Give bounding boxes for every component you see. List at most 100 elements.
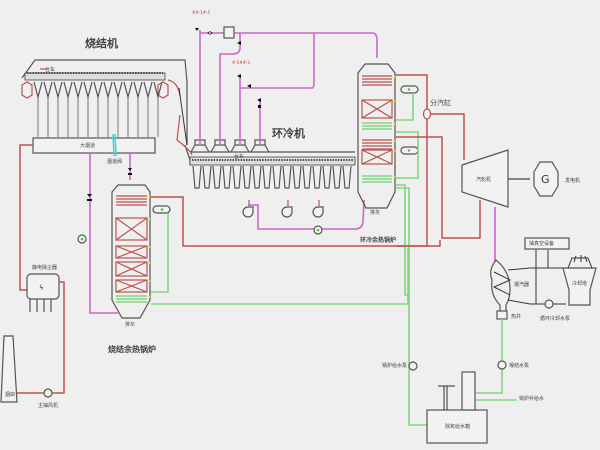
header-point (147, 279, 151, 283)
valve-icon[interactable] (237, 74, 241, 78)
cooler-windboxes (192, 165, 352, 189)
valve-icon[interactable] (207, 31, 213, 35)
cooler-windbox (302, 165, 312, 189)
steam-header[interactable] (422, 108, 432, 120)
cooler-windbox (272, 165, 282, 189)
makeup-water-label: 锅炉补给水 (519, 395, 544, 402)
evaporator-cross (361, 149, 393, 165)
cooler-windbox (322, 165, 332, 189)
feed-pump[interactable] (408, 361, 418, 371)
cooling-tower (562, 267, 597, 306)
esp-to-fan (52, 281, 65, 394)
condensate-line (470, 319, 503, 394)
ring-cooler-title: 环冷机 (272, 126, 305, 140)
valve-icon[interactable] (257, 98, 261, 108)
cooler-windbox (192, 165, 202, 189)
mixing-valve[interactable] (223, 26, 235, 39)
electrostatic-precipitator (26, 273, 60, 300)
cooler-windbox (222, 165, 232, 189)
cooler-windbox (262, 165, 272, 189)
esp-symbol: ϟ (39, 284, 44, 292)
valve-icon[interactable] (87, 194, 92, 201)
cooler-windbox (212, 165, 222, 189)
sinter-machine-title: 烧结机 (85, 36, 118, 50)
valve-icon[interactable] (247, 84, 251, 88)
chimney-label: 烟囱 (5, 391, 15, 398)
cooling-fan (281, 206, 293, 218)
header-point (147, 217, 151, 221)
deaerator-tank (426, 409, 488, 444)
cooler-boiler-ash: 排灰 (370, 209, 380, 216)
valve-icon[interactable] (195, 28, 199, 31)
cooler-boiler-feed-2 (396, 187, 427, 426)
pipe-tag-2: #-5##-3 (232, 60, 250, 65)
esp-label: 静电除尘器 (32, 264, 57, 271)
header-point (147, 295, 151, 299)
evaporator (115, 279, 148, 293)
cooler-fan-indicator (316, 228, 320, 232)
generator[interactable] (533, 161, 559, 197)
condensate-pump[interactable] (497, 360, 507, 370)
cooler-fans (242, 200, 324, 218)
header-point (147, 245, 151, 249)
lp-drum-indicator (407, 149, 411, 152)
evaporator-cross (115, 245, 148, 259)
drum-level-indicator (160, 208, 164, 211)
circulation-pump[interactable] (544, 299, 554, 309)
turbine-generator: 汽轮机 G 发电机 (461, 149, 580, 208)
valve-icon[interactable] (128, 168, 132, 175)
valve-icon[interactable] (237, 41, 241, 45)
cooler-windbox (252, 165, 262, 189)
sinter-to-cooler-chute (176, 114, 193, 156)
windbox (113, 81, 123, 100)
cooler-boiler-title: 环冷余热锅炉 (360, 236, 396, 244)
evaporator (115, 261, 148, 277)
main-fan-label: 主抽风机 (38, 402, 58, 409)
evaporator (115, 245, 148, 259)
cooling-fan (242, 206, 254, 218)
cooler-windbox (342, 165, 352, 189)
sinter-boiler-ash: 排灰 (125, 321, 135, 328)
header-point (392, 75, 396, 79)
header-point (392, 175, 396, 179)
header-point (392, 149, 396, 153)
windbox (123, 81, 133, 100)
cooler-windbox (292, 165, 302, 189)
condensate-pump-label: 凝结水泵 (509, 362, 529, 369)
sinter-hood (21, 59, 188, 145)
hot-air-pipes: ##-1#-5 #-5##-3 (89, 10, 496, 314)
header-point (147, 261, 151, 265)
vacuum-device[interactable] (524, 237, 570, 250)
windbox (73, 81, 83, 100)
evaporator (115, 217, 148, 241)
sinter-boiler-shell (111, 184, 151, 319)
cooler-windbox (202, 165, 212, 189)
main-exhaust-fan[interactable] (43, 388, 53, 398)
feedwater-system: 凝结水泵 锅炉补给水 除氧给水箱 锅炉给水泵 (382, 319, 544, 444)
steam-system: 分汽缸 (396, 74, 481, 247)
cooling-tower-fan (567, 255, 593, 269)
flue-damper[interactable] (112, 133, 115, 157)
feed-pump-label: 锅炉给水泵 (382, 362, 407, 369)
cooling-water-out (507, 267, 565, 271)
cooler-hoods (190, 139, 270, 153)
condenser-system: 抽真空设备 凝汽器 热井 循环冷却水泵 冷却塔 (490, 237, 597, 322)
windbox (43, 81, 53, 100)
cooler-boiler-feed-1 (396, 184, 408, 296)
evaporator-cross (115, 217, 148, 241)
sinter-bed (24, 72, 166, 81)
turbine-label: 汽轮机 (476, 176, 491, 183)
esp-hoppers (29, 299, 52, 312)
windbox (83, 81, 93, 100)
flue-gas-exhaust: ϟ 静电除尘器 主抽风机 烟囱 (0, 144, 65, 409)
header-point (392, 99, 396, 103)
cooler-hood (210, 139, 230, 153)
evaporator (361, 149, 393, 165)
sinter-discharge-arrow (167, 79, 181, 97)
evaporator-cross (115, 279, 148, 293)
deaerator-head (461, 371, 476, 411)
windbox (63, 81, 73, 100)
deaerator-label: 除氧给水箱 (445, 423, 470, 430)
cooler-boiler-shell (357, 63, 396, 209)
